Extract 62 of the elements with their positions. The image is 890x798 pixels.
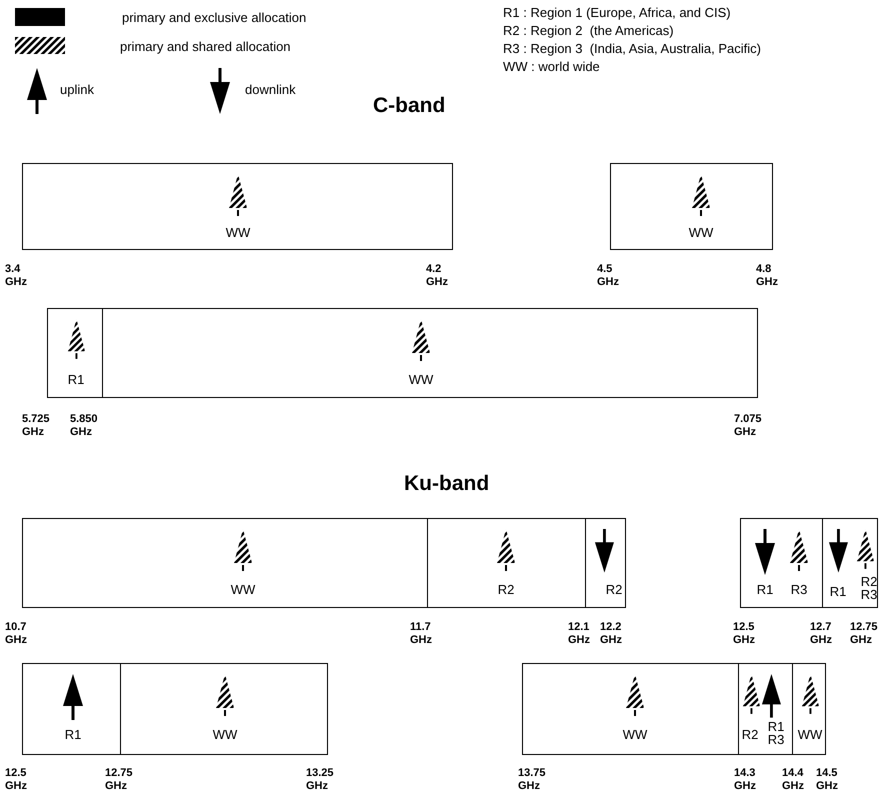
region-definition: R1 : Region 1 (Europe, Africa, and CIS)	[503, 5, 731, 20]
region-definition: R3 : Region 3 (India, Asia, Australia, Pacific)	[503, 41, 761, 56]
frequency-label: 10.7 GHz	[5, 621, 27, 647]
region-label: WW	[212, 728, 238, 741]
frequency-label: 3.4 GHz	[5, 263, 27, 289]
region-label: WW	[798, 728, 822, 741]
frequency-label: 12.75 GHz	[105, 767, 133, 793]
allocation-band-box	[47, 308, 103, 398]
allocation-band-box	[22, 518, 428, 608]
region-label: WW	[226, 226, 250, 239]
allocation-band-box	[22, 163, 453, 250]
allocation-band-box	[427, 518, 586, 608]
frequency-label: 11.7 GHz	[410, 621, 432, 647]
region-label: R1	[756, 583, 774, 596]
region-label: R2	[606, 583, 622, 596]
region-label: R1	[830, 585, 846, 598]
region-label: R2 R3	[860, 575, 878, 601]
region-label: WW	[408, 373, 434, 386]
frequency-label: 14.4 GHz	[782, 767, 804, 793]
region-definition: R2 : Region 2 (the Americas)	[503, 23, 674, 38]
frequency-label: 12.7 GHz	[810, 621, 832, 647]
frequency-label: 13.75 GHz	[518, 767, 546, 793]
allocation-band-box	[610, 163, 773, 250]
frequency-label: 7.075 GHz	[734, 413, 762, 439]
allocation-band-box	[22, 663, 121, 755]
frequency-label: 13.25 GHz	[306, 767, 334, 793]
band-title: Ku-band	[404, 472, 490, 496]
allocation-band-box	[738, 663, 793, 755]
allocation-band-box	[120, 663, 328, 755]
allocation-band-box	[102, 308, 758, 398]
region-label: WW	[230, 583, 256, 596]
region-label: R2	[742, 728, 758, 741]
frequency-label: 5.725 GHz	[22, 413, 50, 439]
frequency-label: 4.2 GHz	[426, 263, 448, 289]
frequency-label: 5.850 GHz	[70, 413, 98, 439]
region-label: R1 R3	[768, 720, 784, 746]
region-label: R3	[790, 583, 808, 596]
region-label: R1	[68, 373, 84, 386]
legend-text: primary and exclusive allocation	[122, 10, 306, 25]
frequency-label: 4.8 GHz	[756, 263, 778, 289]
region-label: WW	[622, 728, 648, 741]
band-title: C-band	[373, 94, 446, 118]
frequency-label: 14.3 GHz	[734, 767, 756, 793]
frequency-label: 12.5 GHz	[733, 621, 755, 647]
region-label: R2	[498, 583, 514, 596]
region-definition: WW : world wide	[503, 59, 600, 74]
frequency-label: 14.5 GHz	[816, 767, 838, 793]
frequency-label: 12.1 GHz	[568, 621, 590, 647]
legend-text: primary and shared allocation	[120, 39, 291, 54]
frequency-label: 12.5 GHz	[5, 767, 27, 793]
allocation-band-box	[822, 518, 878, 608]
legend-text: uplink	[60, 82, 94, 97]
frequency-label: 4.5 GHz	[597, 263, 619, 289]
region-label: R1	[64, 728, 82, 741]
allocation-band-box	[792, 663, 826, 755]
allocation-band-box	[740, 518, 823, 608]
region-label: WW	[688, 226, 714, 239]
frequency-label: 12.75 GHz	[850, 621, 878, 647]
legend-text: downlink	[245, 82, 296, 97]
frequency-label: 12.2 GHz	[600, 621, 622, 647]
allocation-band-box	[522, 663, 739, 755]
allocation-band-box	[585, 518, 626, 608]
